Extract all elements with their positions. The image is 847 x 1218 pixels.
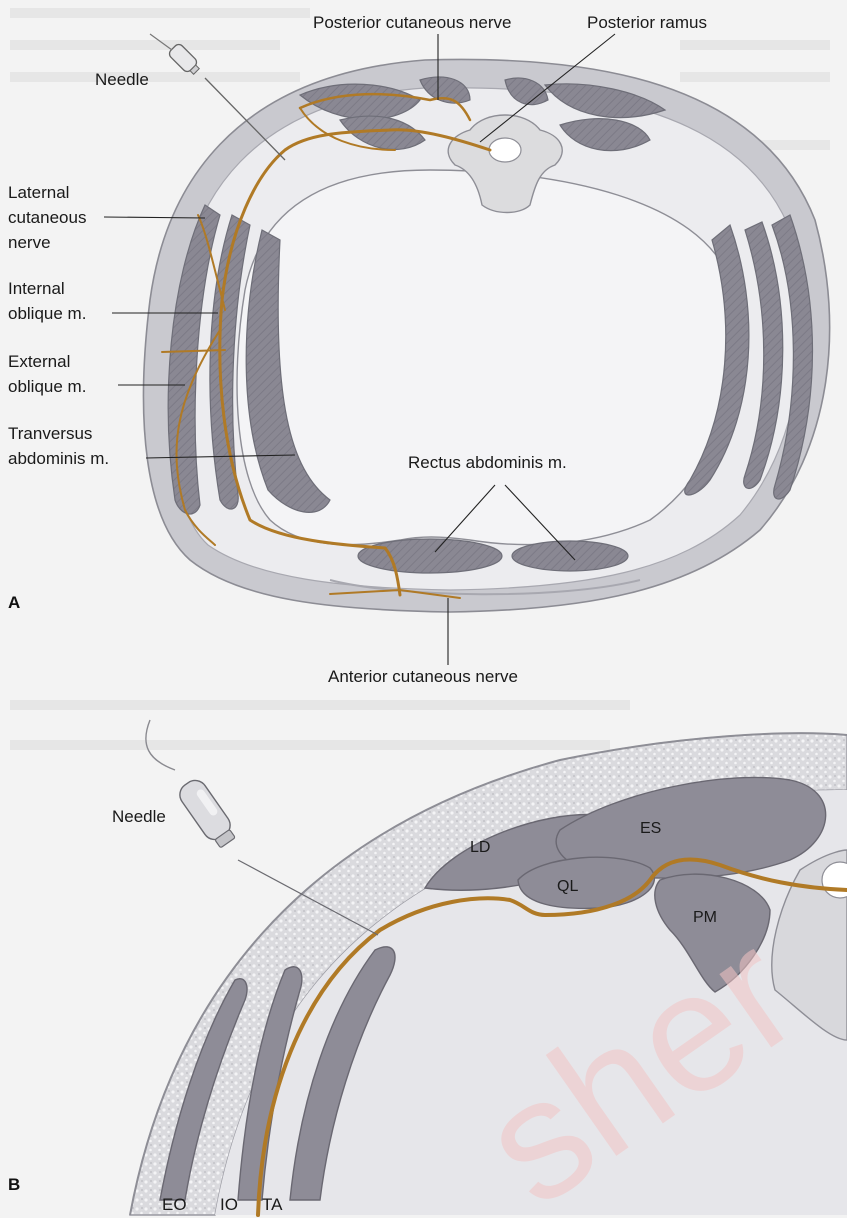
label-ld: LD: [470, 839, 490, 856]
panel-a-label: A: [8, 593, 20, 612]
posterior-ramus-label: Posterior ramus: [587, 13, 707, 32]
internal-oblique-label-2: oblique m.: [8, 304, 86, 323]
external-oblique-label-1: External: [8, 352, 70, 371]
transversus-label-2: abdominis m.: [8, 449, 109, 468]
label-eo: EO: [162, 1195, 187, 1214]
transversus-label-1: Tranversus: [8, 424, 92, 443]
panel-b-label: B: [8, 1175, 20, 1194]
spinal-canal: [489, 138, 521, 162]
rectus-abdominis-left: [358, 539, 502, 573]
lateral-cutaneous-label-3: nerve: [8, 233, 51, 252]
external-oblique-label-2: oblique m.: [8, 377, 86, 396]
rectus-abdominis-label: Rectus abdominis m.: [408, 453, 567, 472]
label-io: IO: [220, 1195, 238, 1214]
rectus-abdominis-right: [512, 541, 628, 571]
lateral-cutaneous-label-2: cutaneous: [8, 208, 86, 227]
panel-a-cross-section: Needle Posterior cutaneous nerve Posteri…: [8, 13, 830, 686]
needle-label-b: Needle: [112, 807, 166, 826]
needle-label-a: Needle: [95, 70, 149, 89]
anterior-cutaneous-label: Anterior cutaneous nerve: [328, 667, 518, 686]
label-es: ES: [640, 820, 661, 837]
lateral-cutaneous-label-1: Laternal: [8, 183, 69, 202]
label-ql: QL: [557, 878, 578, 895]
posterior-cutaneous-nerve-label: Posterior cutaneous nerve: [313, 13, 511, 32]
label-ta: TA: [262, 1195, 283, 1214]
internal-oblique-label-1: Internal: [8, 279, 65, 298]
